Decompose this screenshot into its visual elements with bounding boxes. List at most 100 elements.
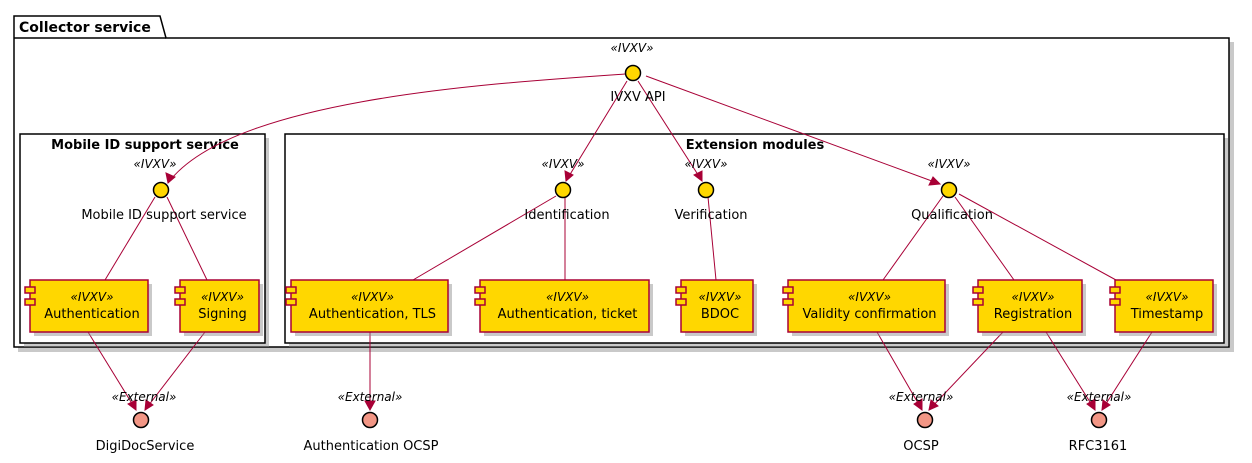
component-tab-icon (972, 286, 984, 294)
component-tab-icon (24, 298, 36, 306)
external-ocsp: «External» OCSP (889, 390, 954, 454)
external-digidocservice: «External» DigiDocService (96, 390, 195, 454)
component-authentication-ticket: «IVXV» Authentication, ticket (474, 279, 653, 336)
component-tab-icon (174, 298, 186, 306)
component-stereotype: «IVXV» (351, 290, 394, 304)
component-tab-icon (24, 286, 36, 294)
component-label: Registration (994, 307, 1072, 322)
arrowhead (913, 398, 923, 411)
component-stereotype: «IVXV» (848, 290, 891, 304)
component-tab-icon (972, 298, 984, 306)
component-bdoc: «IVXV» BDOC (675, 279, 757, 336)
identification-interface: «IVXV» Identification (524, 157, 609, 223)
external-label: RFC3161 (1069, 439, 1128, 454)
interface-circle-icon (152, 181, 170, 199)
component-authentication-tls: «IVXV» Authentication, TLS (285, 279, 452, 336)
qualification-interface: «IVXV» Qualification (911, 157, 993, 223)
external-rfc3161: «External» RFC3161 (1067, 390, 1132, 454)
component-box (680, 279, 754, 333)
component-tab-icon (782, 298, 794, 306)
component-box (290, 279, 449, 333)
component-tab-icon (675, 286, 687, 294)
external-stereotype: «External» (889, 390, 954, 404)
component-label: Timestamp (1130, 307, 1204, 322)
component-box (977, 279, 1083, 333)
api-label: IVXV API (610, 90, 665, 105)
external-stereotype: «External» (338, 390, 403, 404)
component-tab-icon (782, 286, 794, 294)
components: «IVXV»Authentication«IVXV»Signing«IVXV»A… (24, 279, 1217, 336)
arrowhead (928, 176, 942, 186)
interface-stereotype: «IVXV» (542, 157, 585, 171)
external-authentication-ocsp: «External» Authentication OCSP (304, 390, 439, 454)
external-circle-icon (1090, 411, 1108, 429)
component-stereotype: «IVXV» (201, 290, 244, 304)
edges (87, 73, 1153, 412)
edge-api-mobile (167, 73, 626, 184)
component-tab-icon (1109, 298, 1121, 306)
component-label: BDOC (701, 307, 739, 322)
arrowhead (564, 170, 574, 183)
interface-label: Mobile ID support service (81, 208, 246, 223)
interface-stereotype: «IVXV» (928, 157, 971, 171)
arrowhead (1086, 398, 1096, 411)
interface-circle-icon (697, 181, 715, 199)
component-box (179, 279, 260, 333)
arrowhead (928, 399, 939, 411)
component-tab-icon (285, 298, 297, 306)
component-registration: «IVXV» Registration (972, 279, 1086, 336)
package-stereotype: «IVXV» (611, 41, 654, 55)
arrowhead (127, 399, 137, 411)
component-tab-icon (474, 298, 486, 306)
external-circle-icon (916, 411, 934, 429)
component-label: Validity confirmation (802, 307, 936, 322)
component-box (479, 279, 650, 333)
component-box (787, 279, 946, 333)
component-stereotype: «IVXV» (546, 290, 589, 304)
arrowhead (165, 172, 176, 184)
external-stereotype: «External» (112, 390, 177, 404)
arrowhead (1101, 399, 1111, 411)
component-label: Signing (198, 307, 246, 322)
component-validity-confirmation: «IVXV» Validity confirmation (782, 279, 949, 336)
component-label: Authentication, ticket (498, 307, 638, 322)
component-tab-icon (675, 298, 687, 306)
arrowhead (364, 400, 376, 412)
component-tab-icon (174, 286, 186, 294)
edge-api-verification (637, 80, 703, 182)
external-circle-icon (132, 411, 150, 429)
external-label: DigiDocService (96, 439, 195, 454)
external-stereotype: «External» (1067, 390, 1132, 404)
component-tab-icon (474, 286, 486, 294)
external-label: Authentication OCSP (304, 439, 439, 454)
interface-circle-icon (624, 64, 642, 82)
component-label: Authentication, TLS (309, 307, 436, 322)
component-stereotype: «IVXV» (1012, 290, 1055, 304)
component-signing: «IVXV» Signing (174, 279, 263, 336)
interface-label: Verification (674, 208, 747, 223)
interface-label: Qualification (911, 208, 993, 223)
mobile-frame-title: Mobile ID support service (51, 138, 239, 153)
component-timestamp: «IVXV» Timestamp (1109, 279, 1217, 336)
package-title: Collector service (19, 20, 151, 36)
interface-circle-icon (554, 181, 572, 199)
component-box (29, 279, 149, 333)
component-tab-icon (1109, 286, 1121, 294)
component-stereotype: «IVXV» (71, 290, 114, 304)
verification-interface: «IVXV» Verification (674, 157, 747, 223)
interface-label: Identification (524, 208, 609, 223)
edge-api-qualification (645, 75, 941, 185)
component-stereotype: «IVXV» (1146, 290, 1189, 304)
component-authentication: «IVXV»Authentication (24, 279, 152, 336)
ext-frame-title: Extension modules (686, 138, 825, 153)
component-tab-icon (285, 286, 297, 294)
external-circle-icon (361, 411, 379, 429)
component-stereotype: «IVXV» (699, 290, 742, 304)
arrowhead (693, 170, 703, 182)
interface-stereotype: «IVXV» (685, 157, 728, 171)
external-label: OCSP (903, 439, 939, 454)
arrowhead (144, 399, 154, 411)
interface-stereotype: «IVXV» (134, 157, 177, 171)
edge-api-identification (565, 80, 628, 182)
